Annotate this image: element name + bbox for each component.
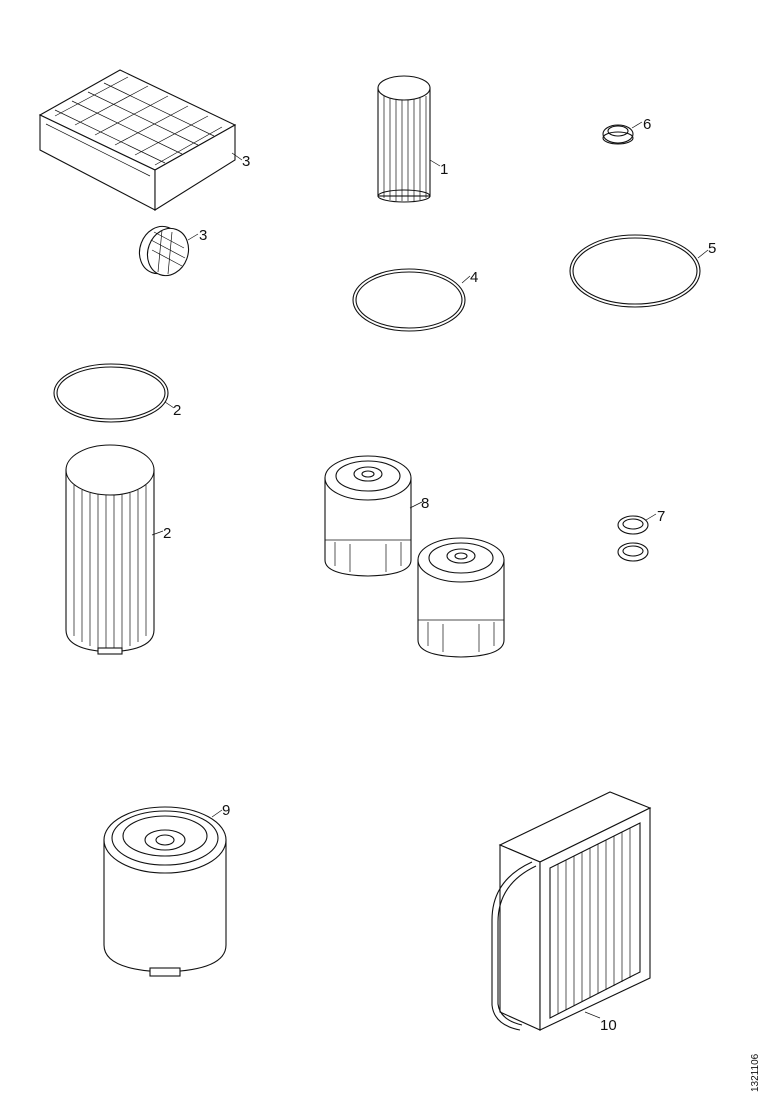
callout-4: 4 bbox=[470, 269, 478, 286]
o-ring-part-5 bbox=[569, 234, 701, 308]
document-id-text: 1321106 bbox=[750, 1053, 761, 1092]
callout-2-element: 2 bbox=[163, 525, 171, 542]
callout-2-ring: 2 bbox=[173, 402, 181, 419]
spin-on-filter-8a bbox=[324, 455, 412, 577]
o-ring-part-4 bbox=[352, 268, 466, 332]
callout-3-breather: 3 bbox=[199, 227, 207, 244]
round-breather-part bbox=[138, 225, 190, 277]
o-ring-part-2 bbox=[53, 363, 169, 423]
spin-on-filter-8b bbox=[417, 537, 505, 658]
callout-1: 1 bbox=[440, 161, 448, 178]
large-spin-on-filter-part bbox=[103, 806, 227, 977]
seal-rings-part-7 bbox=[617, 515, 649, 562]
cabin-filter-cassette-part bbox=[491, 791, 652, 1031]
small-seal-part bbox=[602, 124, 634, 145]
oil-filter-element-part bbox=[377, 75, 431, 203]
callout-10: 10 bbox=[600, 1017, 617, 1034]
callout-6: 6 bbox=[643, 116, 651, 133]
panel-air-filter-part bbox=[38, 69, 237, 211]
document-id: 1321106 bbox=[746, 1040, 766, 1096]
large-filter-element-part bbox=[65, 444, 155, 655]
callout-9: 9 bbox=[222, 802, 230, 819]
callout-8: 8 bbox=[421, 495, 429, 512]
callout-3-panel: 3 bbox=[242, 153, 250, 170]
callout-5: 5 bbox=[708, 240, 716, 257]
callout-7: 7 bbox=[657, 508, 665, 525]
